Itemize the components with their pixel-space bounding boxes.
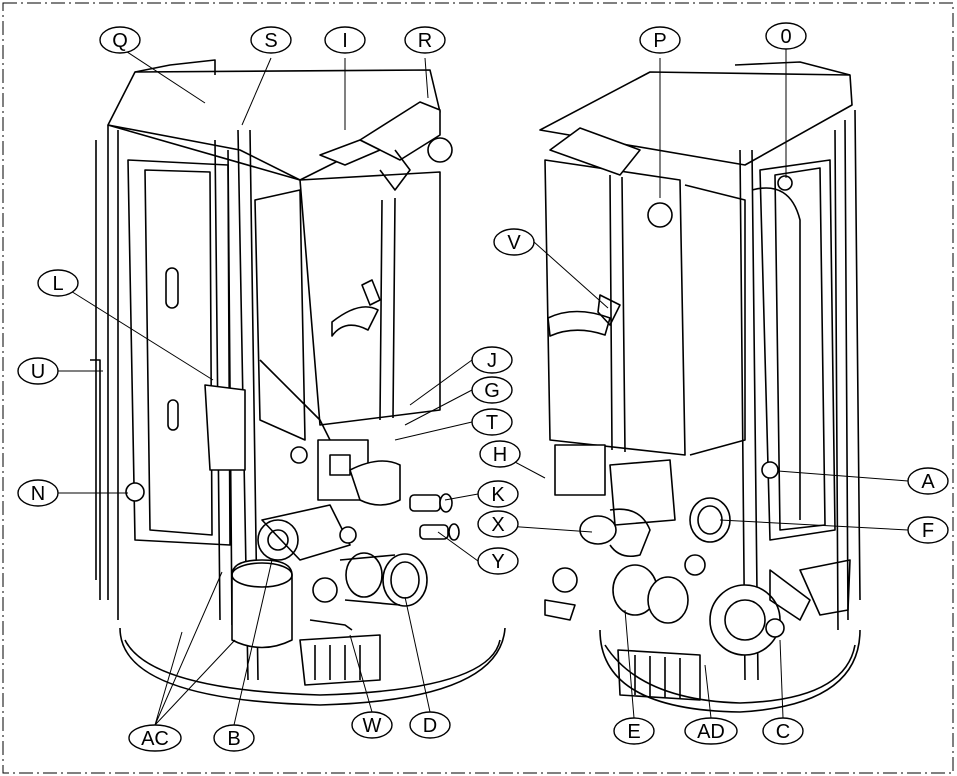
- callout-I-text: I: [342, 30, 348, 52]
- callout-V-text: V: [507, 232, 521, 254]
- callout-AC: AC: [128, 724, 182, 752]
- callout-AD-text: AD: [697, 721, 725, 743]
- callout-A-text: A: [921, 471, 935, 493]
- callout-W-text: W: [363, 715, 382, 737]
- callout-Y-text: Y: [491, 551, 504, 573]
- callout-F: F: [907, 516, 949, 544]
- callout-K: K: [477, 480, 519, 508]
- callout-E: E: [613, 717, 655, 745]
- callout-T: T: [471, 408, 513, 436]
- callout-S-text: S: [264, 30, 277, 52]
- callout-J-text: J: [487, 350, 497, 372]
- callout-P: P: [639, 26, 681, 54]
- callout-B-text: B: [227, 728, 240, 750]
- callout-U-text: U: [31, 361, 45, 383]
- callout-O-text: 0: [780, 26, 791, 48]
- callout-G-text: G: [484, 380, 500, 402]
- callout-J: J: [471, 346, 513, 374]
- callout-V: V: [493, 228, 535, 256]
- left-unit-drawing: [90, 59, 506, 706]
- right-unit-drawing: [539, 61, 861, 713]
- callout-Q-text: Q: [112, 30, 128, 52]
- callout-S: S: [250, 26, 292, 54]
- leader-lines: [57, 45, 909, 726]
- callout-E-text: E: [627, 721, 640, 743]
- callout-K-text: K: [491, 484, 505, 506]
- callout-AD: AD: [684, 717, 738, 745]
- callout-P-text: P: [653, 30, 666, 52]
- callout-N: N: [17, 479, 59, 507]
- callout-R-text: R: [418, 30, 432, 52]
- callout-U: U: [17, 357, 59, 385]
- callout-O: 0: [765, 22, 807, 50]
- callout-H: H: [479, 440, 521, 468]
- callout-I: I: [324, 26, 366, 54]
- callout-L: L: [37, 269, 79, 297]
- callout-L-text: L: [52, 273, 63, 295]
- callout-D-text: D: [423, 715, 437, 737]
- callout-C-text: C: [776, 721, 790, 743]
- callout-Y: Y: [477, 547, 519, 575]
- callout-Q: Q: [99, 26, 141, 54]
- callout-D: D: [409, 711, 451, 739]
- callout-X: X: [477, 510, 519, 538]
- callout-R: R: [404, 26, 446, 54]
- callout-G: G: [471, 376, 513, 404]
- callout-B: B: [213, 724, 255, 752]
- callout-F-text: F: [922, 520, 934, 542]
- callout-T-text: T: [486, 412, 498, 434]
- callout-N-text: N: [31, 483, 45, 505]
- callout-X-text: X: [491, 514, 504, 536]
- callout-W: W: [351, 711, 393, 739]
- callout-AC-text: AC: [141, 728, 169, 750]
- callout-A: A: [907, 467, 949, 495]
- callout-C: C: [762, 717, 804, 745]
- callout-H-text: H: [493, 444, 507, 466]
